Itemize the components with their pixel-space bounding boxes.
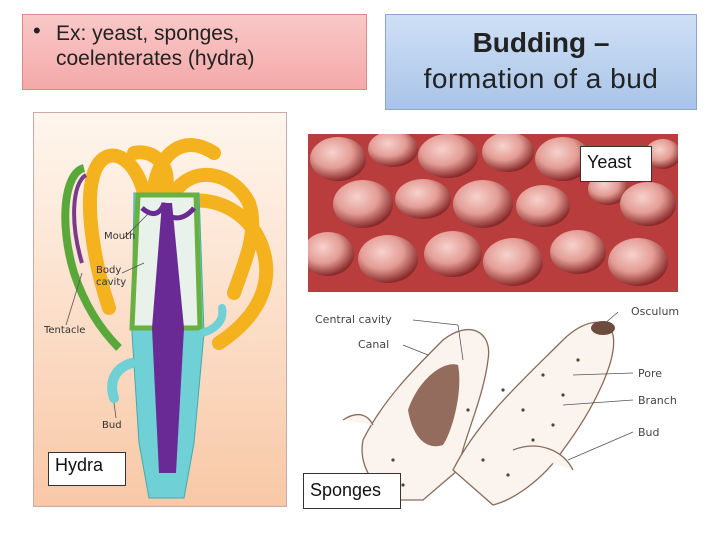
bullet-box: • Ex: yeast, sponges, coelenterates (hyd… <box>22 14 367 90</box>
label-body: Body <box>96 265 122 276</box>
yeast-cells <box>308 134 678 286</box>
label-osculum: Osculum <box>631 305 680 318</box>
label-canal: Canal <box>358 338 390 351</box>
label-sponge-bud: Bud <box>638 426 660 439</box>
title-line-1: Budding – <box>472 27 610 58</box>
label-pore: Pore <box>638 367 663 380</box>
bullet-text: Ex: yeast, sponges, coelenterates (hydra… <box>56 22 255 70</box>
hydra-drawing <box>61 138 274 499</box>
yeast-caption: Yeast <box>580 146 652 182</box>
hydra-illustration: Mouth Body cavity Tentacle Bud <box>33 112 287 507</box>
label-central-cavity: Central cavity <box>315 313 392 326</box>
title-line-2: formation of a bud <box>423 63 659 94</box>
label-hydra-bud: Bud <box>102 420 122 431</box>
sponge-caption: Sponges <box>303 473 401 509</box>
sponge-drawing <box>342 311 634 506</box>
label-mouth: Mouth <box>104 231 136 242</box>
label-branch: Branch <box>638 394 677 407</box>
hydra-caption: Hydra <box>48 452 126 486</box>
label-tentacle: Tentacle <box>44 325 86 336</box>
label-cavity: cavity <box>96 277 127 288</box>
bullet-dot: • <box>33 18 41 43</box>
title-box: Budding – formation of a bud <box>385 14 697 110</box>
